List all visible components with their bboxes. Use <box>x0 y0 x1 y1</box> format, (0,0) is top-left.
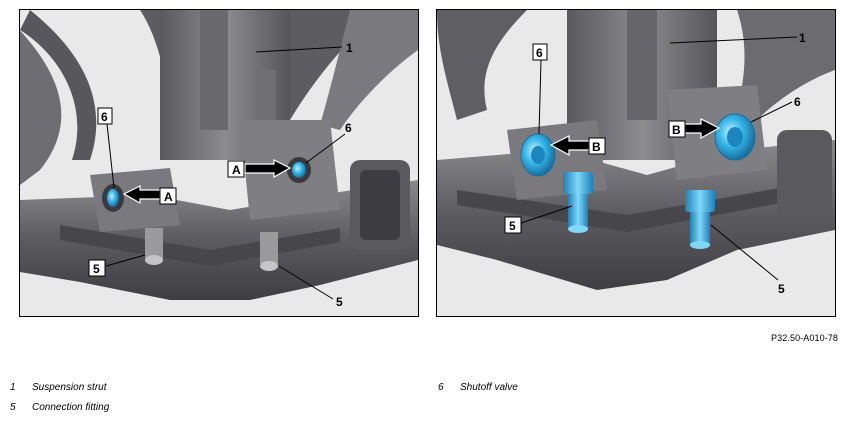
svg-text:A: A <box>164 190 173 204</box>
legend-number: 5 <box>10 402 16 413</box>
figure-panel-right: 1 6 6 B B 5 5 <box>436 9 836 317</box>
legend-number: 1 <box>10 382 16 393</box>
shutoff-valve-left <box>520 133 556 177</box>
connector-right <box>777 130 832 220</box>
callout-5-right-a: 5 <box>504 216 522 234</box>
svg-text:6: 6 <box>345 121 352 135</box>
callout-6-right-a: 6 <box>532 43 548 61</box>
connection-fitting-right <box>685 190 715 249</box>
callout-1-left: 1 <box>346 41 353 55</box>
callout-6-right-b: 6 <box>794 95 801 109</box>
arrow-a-right <box>244 159 292 179</box>
shutoff-valve-right <box>287 157 311 183</box>
svg-text:5: 5 <box>778 282 785 296</box>
leader-lines-right <box>520 36 798 281</box>
callout-a-right: A <box>227 160 245 178</box>
svg-text:6: 6 <box>794 95 801 109</box>
svg-text:B: B <box>592 140 601 154</box>
legend-text: Suspension strut <box>32 382 107 393</box>
shutoff-valve-left <box>102 184 124 212</box>
callout-1-right: 1 <box>799 31 806 45</box>
svg-text:6: 6 <box>101 110 108 124</box>
hose-upper-left <box>20 30 62 185</box>
legend-text: Connection fitting <box>32 402 110 413</box>
hose-upper-left <box>437 10 527 120</box>
svg-text:5: 5 <box>336 295 343 309</box>
figure-reference: P32.50-A010-78 <box>771 333 838 343</box>
callout-b-right: B <box>668 120 686 138</box>
svg-text:1: 1 <box>799 31 806 45</box>
leader-lines-left <box>105 46 346 300</box>
legend-text: Shutoff valve <box>460 382 518 393</box>
callout-6-left-b: 6 <box>345 121 352 135</box>
shutoff-valve-right <box>714 113 756 161</box>
right-illustration: 1 6 6 B B 5 5 <box>437 10 835 316</box>
svg-text:5: 5 <box>509 219 516 233</box>
svg-text:5: 5 <box>93 262 100 276</box>
callout-a-left: A <box>159 187 177 205</box>
svg-text:B: B <box>672 123 681 137</box>
left-illustration: 1 6 6 A A 5 5 <box>20 10 418 316</box>
callout-b-left: B <box>588 137 606 155</box>
legend-number: 6 <box>438 382 444 393</box>
callout-5-left-b: 5 <box>336 295 343 309</box>
callout-5-left-a: 5 <box>88 259 106 277</box>
callout-6-left-a: 6 <box>97 107 113 125</box>
svg-text:1: 1 <box>346 41 353 55</box>
figure-panel-left: 1 6 6 A A 5 5 <box>19 9 419 317</box>
connection-fitting-left <box>563 172 593 233</box>
svg-text:6: 6 <box>536 46 543 60</box>
svg-text:A: A <box>232 163 241 177</box>
callout-5-right-b: 5 <box>778 282 785 296</box>
connection-fitting-right <box>260 232 278 271</box>
connection-fitting-left <box>145 228 163 265</box>
